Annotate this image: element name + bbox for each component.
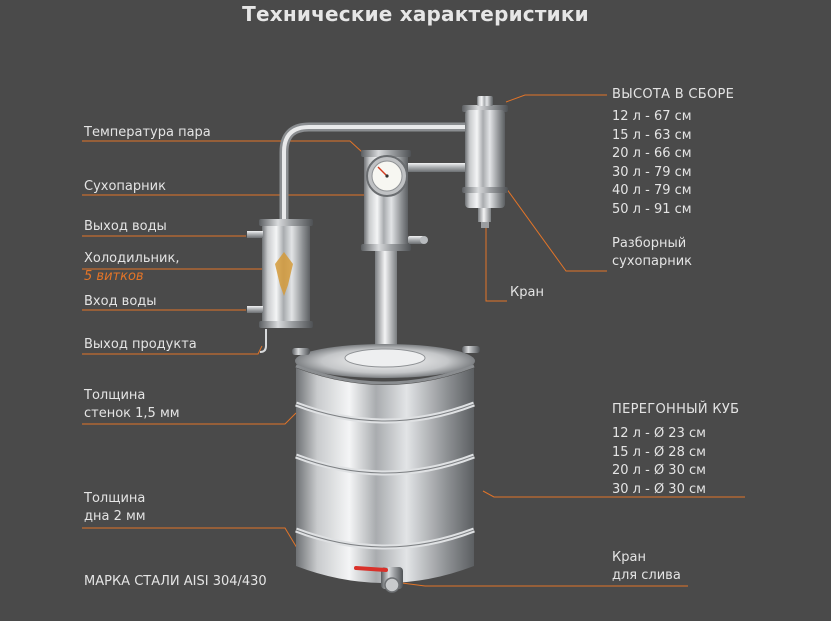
list-item: 20 л - Ø 30 см <box>612 463 706 478</box>
label-wall-thickness-line1: Толщина <box>84 388 146 403</box>
label-steel-grade: МАРКА СТАЛИ AISI 304/430 <box>84 574 267 589</box>
list-item: 15 л - 63 см <box>612 127 692 143</box>
cooler <box>247 219 313 353</box>
label-drain-tap: Кран для слива <box>612 549 681 585</box>
list-item: 12 л - Ø 23 см <box>612 426 706 441</box>
assembled-height-list: 12 л - 67 см 15 л - 63 см 20 л - 66 см 3… <box>612 108 692 219</box>
page-title: Технические характеристики <box>242 2 589 26</box>
label-product-out: Выход продукта <box>84 337 197 352</box>
thermometer-icon <box>366 155 408 197</box>
pointer-lines <box>82 94 745 587</box>
eagle-logo-icon <box>275 252 293 296</box>
label-collapsible-dry-steamer: Разборный сухопарник <box>612 235 692 271</box>
label-wall-thickness: Толщина стенок 1,5 мм <box>84 387 180 423</box>
label-tap: Кран <box>510 285 544 300</box>
label-drain-tap-line2: для слива <box>612 568 681 583</box>
list-item: 30 л - 79 см <box>612 164 692 180</box>
steam-tube <box>375 251 397 349</box>
list-item: 50 л - 91 см <box>612 201 692 217</box>
assembled-height-heading: ВЫСОТА В СБОРЕ <box>612 87 735 102</box>
label-bottom-thickness: Толщина дна 2 мм <box>84 490 146 526</box>
label-bottom-thickness-line2: дна 2 мм <box>84 509 146 524</box>
list-item: 12 л - 67 см <box>612 109 692 124</box>
steam-pipe <box>279 122 469 224</box>
distill-cube <box>292 344 480 593</box>
label-collapsible-line1: Разборный <box>612 236 687 251</box>
label-water-out: Выход воды <box>84 219 167 234</box>
distill-cube-heading: ПЕРЕГОННЫЙ КУБ <box>612 402 740 417</box>
label-drain-tap-line1: Кран <box>612 550 646 565</box>
label-cooler: Холодильник, 5 витков <box>84 250 179 286</box>
label-steam-temperature: Температура пара <box>84 125 211 140</box>
label-water-in: Вход воды <box>84 294 157 309</box>
list-item: 20 л - 66 см <box>612 146 692 161</box>
list-item: 30 л - Ø 30 см <box>612 481 706 497</box>
label-bottom-thickness-line1: Толщина <box>84 491 146 506</box>
label-dry-steamer: Сухопарник <box>84 179 166 194</box>
list-item: 15 л - Ø 28 см <box>612 444 706 460</box>
label-wall-thickness-line2: стенок 1,5 мм <box>84 406 180 421</box>
label-collapsible-line2: сухопарник <box>612 254 693 269</box>
list-item: 40 л - 79 см <box>612 183 692 198</box>
drain-tap-handle-icon <box>354 566 388 572</box>
distill-cube-list: 12 л - Ø 23 см 15 л - Ø 28 см 20 л - Ø 3… <box>612 425 706 499</box>
label-cooler-turns: 5 витков <box>84 269 144 284</box>
collapsible-dry-steamer <box>462 96 508 228</box>
label-cooler-name: Холодильник, <box>84 251 180 266</box>
